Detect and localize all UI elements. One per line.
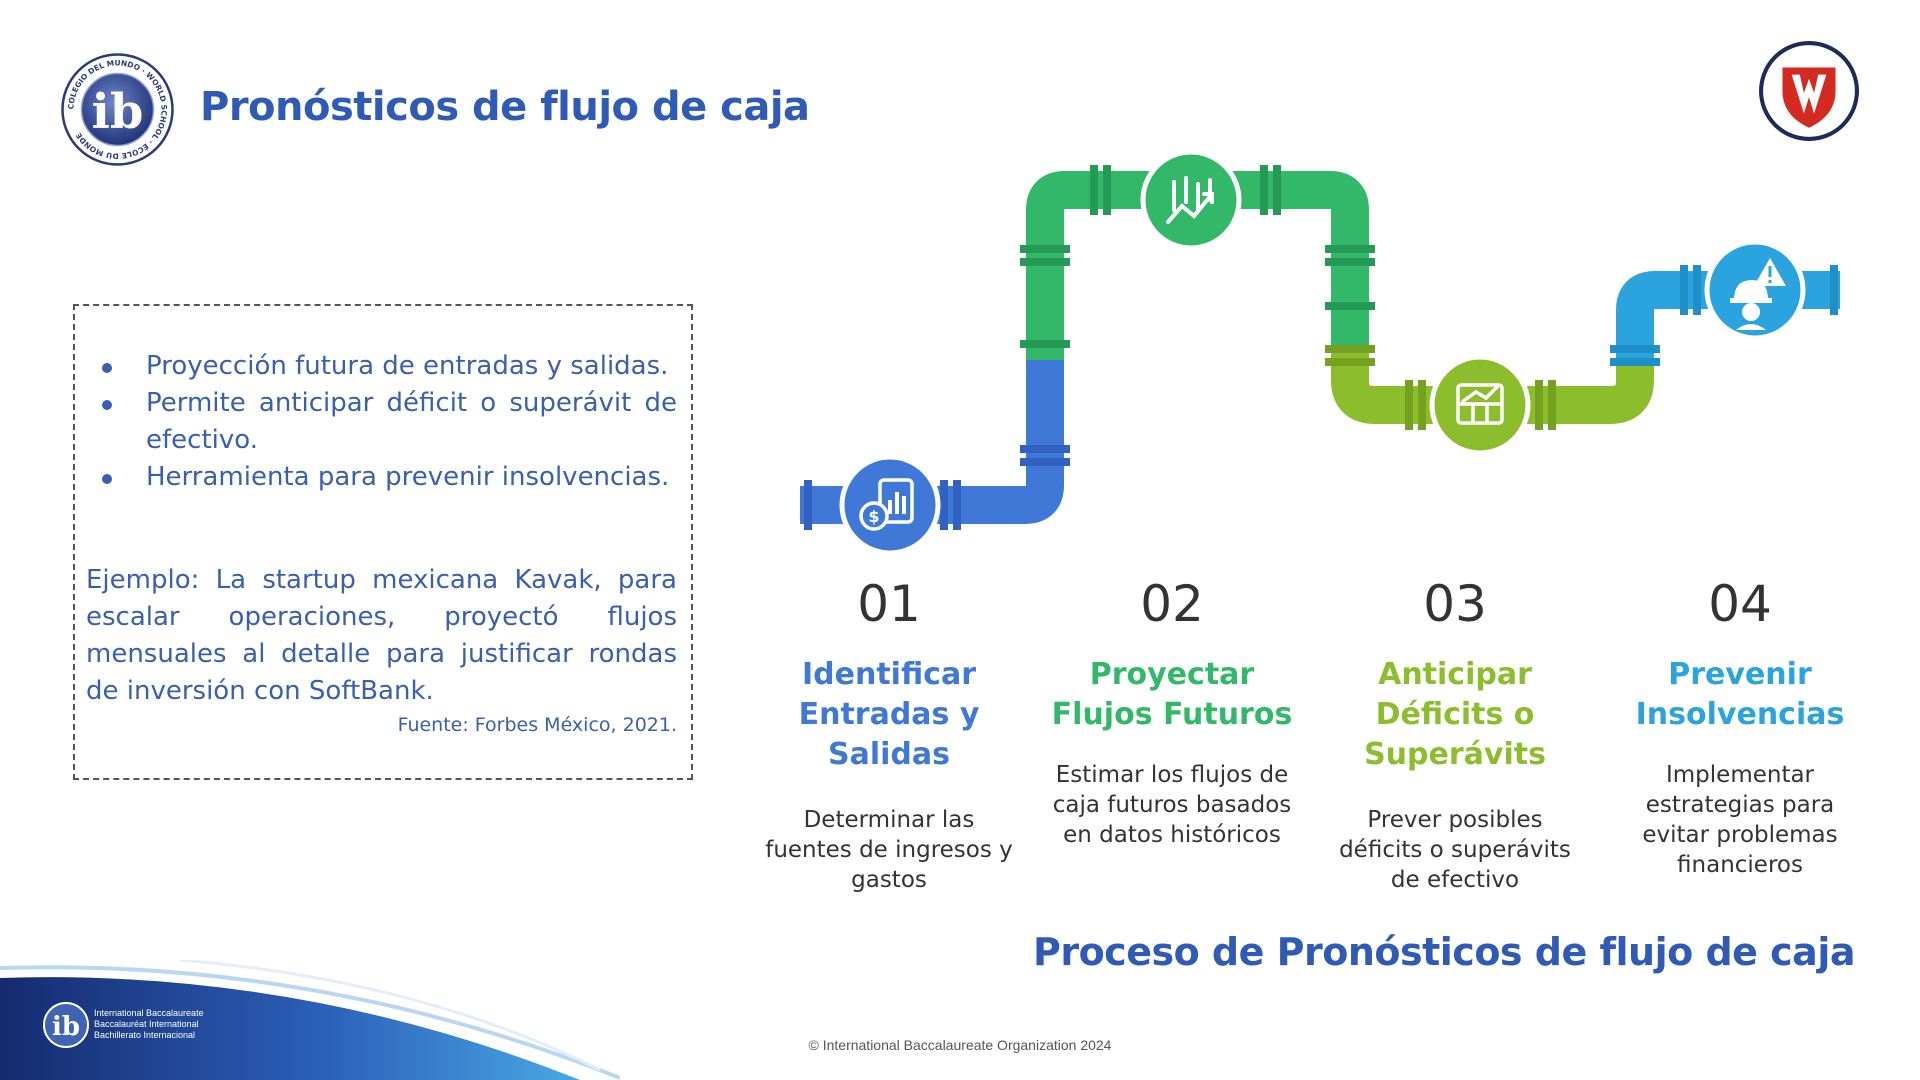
process-caption: Proceso de Pronósticos de flujo de caja	[1032, 930, 1856, 974]
ib-seal-logo: COLEGIO DEL MUNDO · WORLD SCHOOL · ÉCOLE…	[61, 53, 174, 166]
step-title: Identificar Entradas y Salidas	[798, 657, 980, 772]
footer-wave-graphic: ib	[0, 960, 620, 1080]
page-title: Pronósticos de flujo de caja	[200, 84, 810, 130]
source-citation: Fuente: Forbes México, 2021.	[397, 714, 677, 736]
step-description: Determinar las fuentes de ingresos y gas…	[765, 807, 1013, 893]
step-description: Estimar los flujos de caja futuros basad…	[1052, 762, 1292, 848]
money-report-icon: $	[839, 454, 941, 556]
copyright-notice: © International Baccalaureate Organizati…	[808, 1037, 1112, 1053]
footer-ib-name: International Baccalaureate Baccalauréat…	[94, 1008, 204, 1040]
step-title: Prevenir Insolvencias	[1635, 657, 1845, 732]
step-number: 03	[1423, 575, 1487, 633]
step-number: 02	[1140, 575, 1204, 633]
bullet-item: Proyección futura de entradas y salidas.	[75, 348, 677, 385]
pipeline-diagram: $	[800, 149, 1840, 556]
bullet-item: Herramienta para prevenir insolvencias.	[75, 459, 677, 496]
bullet-list: Proyección futura de entradas y salidas.…	[75, 348, 677, 496]
growth-chart-icon	[1140, 149, 1242, 251]
svg-text:ib: ib	[92, 84, 144, 140]
svg-text:$: $	[868, 507, 879, 526]
bar-chart-grid-icon	[1429, 354, 1531, 456]
worker-warning-icon	[1704, 239, 1806, 341]
example-text: Ejemplo: La startup mexicana Kavak, para…	[86, 565, 677, 706]
step-description: Prever posibles déficits o superávits de…	[1339, 807, 1571, 893]
info-box: Proyección futura de entradas y salidas.…	[73, 304, 693, 780]
svg-text:ib: ib	[52, 1012, 80, 1042]
step-number: 01	[857, 575, 921, 633]
step-description: Implementar estrategias para evitar prob…	[1642, 762, 1838, 878]
step-number: 04	[1708, 575, 1772, 633]
bullet-item: Permite anticipar déficit o superávit de…	[75, 385, 677, 459]
step-title: Proyectar Flujos Futuros	[1051, 657, 1293, 732]
school-shield-logo	[1759, 41, 1859, 141]
step-title: Anticipar Déficits o Superávits	[1364, 657, 1546, 772]
